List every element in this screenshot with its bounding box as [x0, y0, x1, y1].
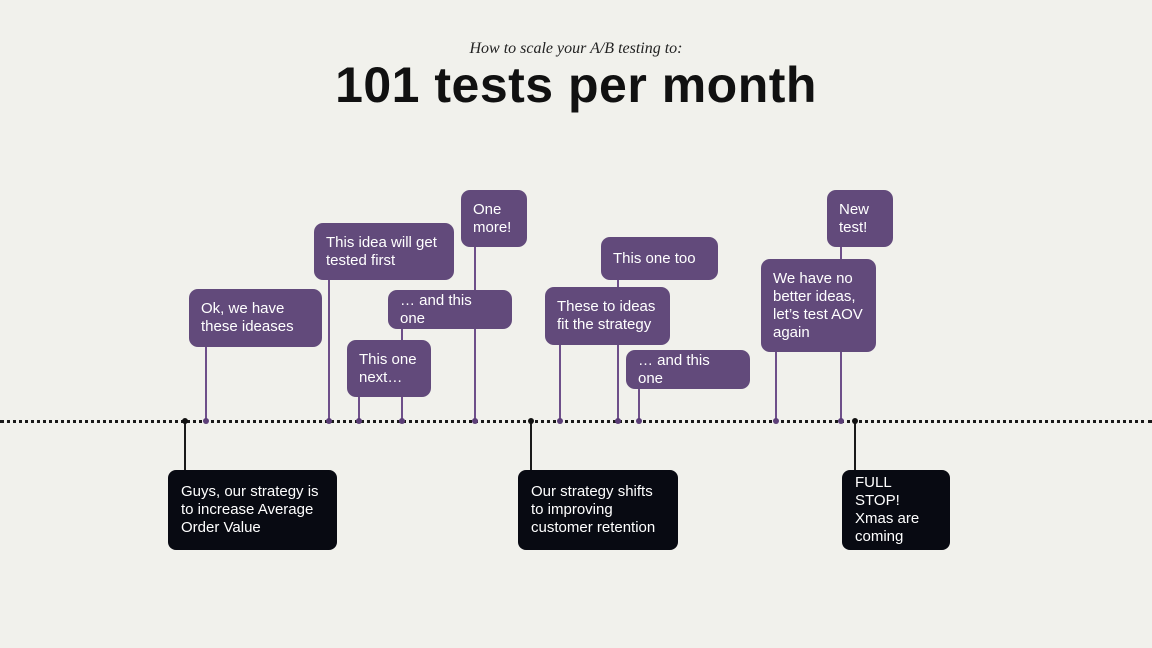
milestone-connector: [530, 421, 532, 471]
milestone-connector: [854, 421, 856, 471]
idea-dot: [838, 418, 844, 424]
milestone-box: Guys, our strategy is to increase Averag…: [168, 470, 337, 550]
idea-bubble: One more!: [461, 190, 527, 247]
idea-connector: [638, 388, 640, 421]
idea-dot: [615, 418, 621, 424]
idea-connector: [474, 246, 476, 421]
idea-dot: [773, 418, 779, 424]
page-title: 101 tests per month: [335, 57, 817, 113]
idea-dot: [472, 418, 478, 424]
idea-bubble: This one next…: [347, 340, 431, 397]
milestone-box: Our strategy shifts to improving custome…: [518, 470, 678, 550]
page-subtitle: How to scale your A/B testing to:: [469, 40, 683, 57]
idea-bubble: … and this one: [626, 350, 750, 389]
idea-bubble: We have no better ideas, let’s test AOV …: [761, 259, 876, 352]
idea-connector: [775, 351, 777, 421]
milestone-dot: [182, 418, 188, 424]
idea-connector: [358, 396, 360, 421]
milestone-box: FULL STOP! Xmas are coming: [842, 470, 950, 550]
idea-bubble: New test!: [827, 190, 893, 247]
idea-dot: [557, 418, 563, 424]
idea-connector: [559, 344, 561, 421]
idea-dot: [356, 418, 362, 424]
milestone-dot: [852, 418, 858, 424]
idea-dot: [326, 418, 332, 424]
idea-bubble: This idea will get tested first: [314, 223, 454, 280]
timeline-axis: [0, 420, 1152, 423]
idea-dot: [399, 418, 405, 424]
idea-bubble: Ok, we have these ideases: [189, 289, 322, 347]
idea-dot: [636, 418, 642, 424]
idea-dot: [203, 418, 209, 424]
idea-connector: [205, 346, 207, 421]
idea-bubble: … and this one: [388, 290, 512, 329]
milestone-connector: [184, 421, 186, 471]
idea-bubble: This one too: [601, 237, 718, 280]
milestone-dot: [528, 418, 534, 424]
idea-connector: [617, 279, 619, 421]
idea-connector: [328, 279, 330, 421]
idea-bubble: These to ideas fit the strategy: [545, 287, 670, 345]
